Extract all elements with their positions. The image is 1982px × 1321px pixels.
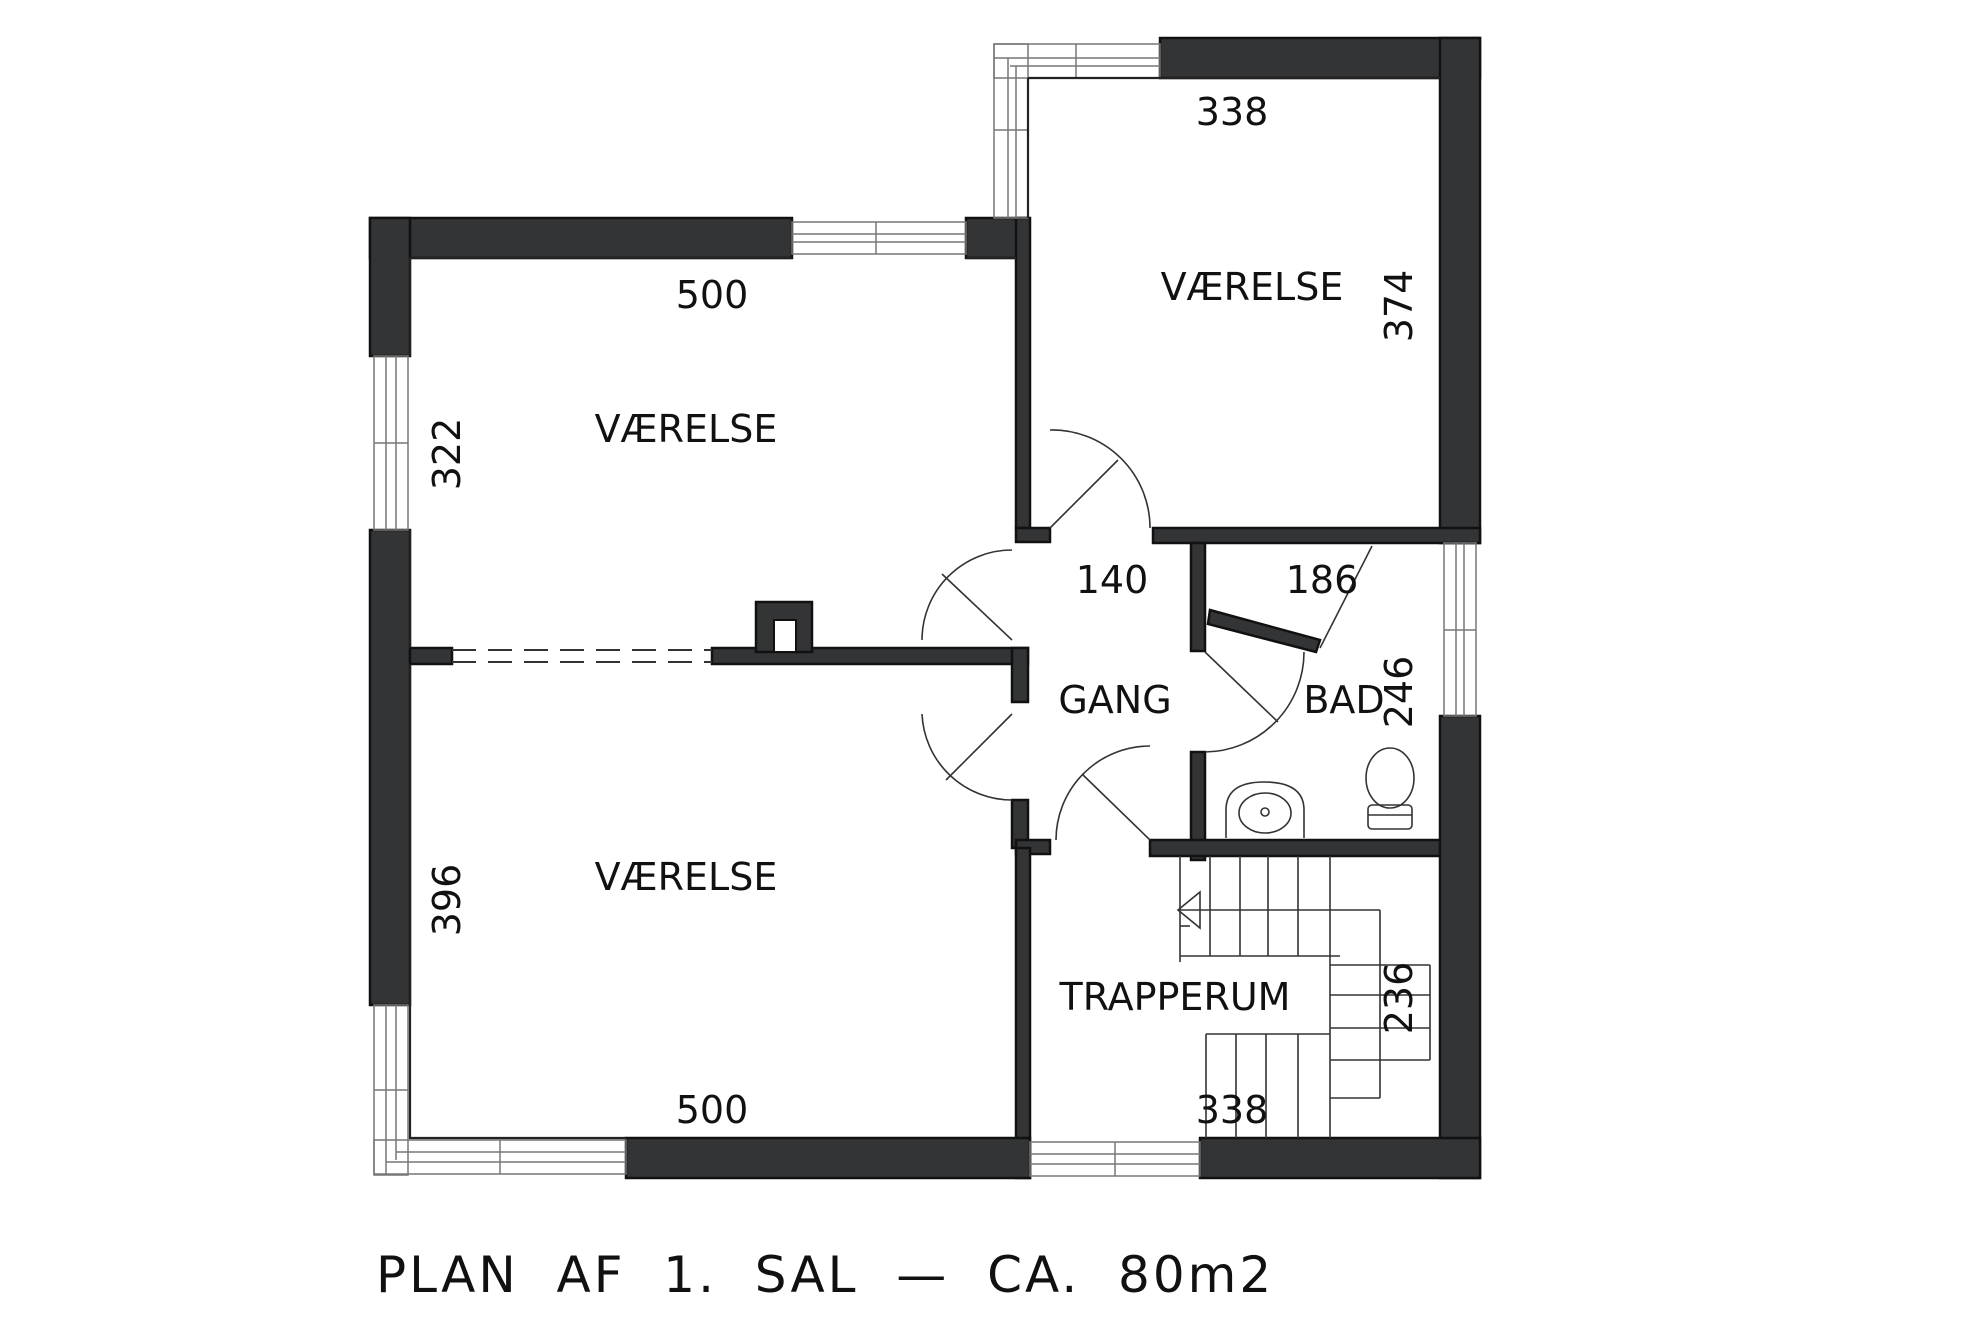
dimension-bath-width: 186 — [1286, 558, 1359, 602]
door-arc-bath — [1204, 651, 1305, 753]
wall-bath-left-upper — [1189, 541, 1207, 653]
room-label-bedroom-top-right: VÆRELSE — [1161, 265, 1344, 309]
dimension-bath-depth: 246 — [1377, 656, 1421, 729]
walls — [368, 36, 1482, 1180]
window-top-right-vertical — [993, 43, 1029, 219]
plan-title: PLAN AF 1. SAL — CA. 80m2 — [376, 1246, 1274, 1304]
dimension-top-right-width: 338 — [1196, 90, 1269, 134]
room-label-stairwell: TRAPPERUM — [1059, 975, 1291, 1019]
door-arc-top-right — [1049, 429, 1151, 529]
door-leaf-top-right — [1049, 459, 1119, 529]
sink-icon — [1225, 781, 1305, 838]
wall-left-middle — [368, 528, 412, 1007]
dimension-top-right-depth: 374 — [1377, 270, 1421, 343]
room-label-bath: BAD — [1303, 678, 1384, 722]
wall-right-upper — [1438, 36, 1482, 545]
wall-stub-door-top — [1014, 526, 1052, 544]
wall-top-left — [368, 216, 794, 260]
door-arc-top-left — [921, 549, 1013, 641]
wall-bath-left-lower — [1189, 750, 1207, 862]
wall-top-right — [1158, 36, 1482, 80]
windows — [373, 43, 1477, 1177]
door-leaf-top-left — [941, 573, 1013, 641]
room-label-bedroom-bottom-left: VÆRELSE — [595, 855, 778, 899]
door-leaf-bottom — [1081, 773, 1151, 841]
wall-partition-bottom-left — [1014, 846, 1032, 1180]
door-leaf-bottom-left — [945, 713, 1013, 781]
stair-direction-arrow — [1176, 890, 1201, 930]
wall-right-lower — [1438, 714, 1482, 1180]
window-top-right-horizontal — [993, 43, 1161, 79]
wall-bottom-left — [624, 1136, 1032, 1180]
bath-fixtures — [1225, 747, 1415, 838]
toilet-icon — [1365, 747, 1415, 830]
dimension-top-left-depth: 322 — [425, 418, 469, 491]
window-top-left — [791, 221, 967, 255]
wall-jamb-upper-left — [1010, 646, 1030, 704]
room-label-bedroom-top-left: VÆRELSE — [595, 407, 778, 451]
wall-bath-bottom — [1148, 838, 1444, 858]
wall-partition-left-stub — [408, 646, 454, 666]
dimension-bottom-left-width: 500 — [676, 1088, 749, 1132]
chimney-flue — [773, 619, 797, 653]
inner-outlines — [408, 76, 1440, 1140]
wall-bath-diagonal — [1206, 608, 1322, 654]
dimension-top-left-width: 500 — [676, 273, 749, 317]
wall-bottom-top-right — [1151, 526, 1482, 545]
bath-wing-line — [1319, 545, 1373, 649]
door-arc-bottom — [1055, 745, 1151, 841]
dimension-stair-depth: 236 — [1377, 962, 1421, 1035]
door-leaf-bath — [1204, 651, 1279, 723]
dimension-bottom-left-depth: 396 — [425, 864, 469, 937]
wall-left-upper — [368, 216, 412, 358]
door-arc-bottom-left — [921, 713, 1013, 801]
room-label-hall: GANG — [1058, 678, 1171, 722]
doors — [921, 429, 1373, 841]
stairs — [1176, 856, 1431, 1138]
dimension-hall-width: 140 — [1076, 558, 1149, 602]
wall-partition-top-left — [1014, 216, 1032, 530]
wall-bottom-right — [1198, 1136, 1482, 1180]
dimension-stair-width: 338 — [1196, 1088, 1269, 1132]
